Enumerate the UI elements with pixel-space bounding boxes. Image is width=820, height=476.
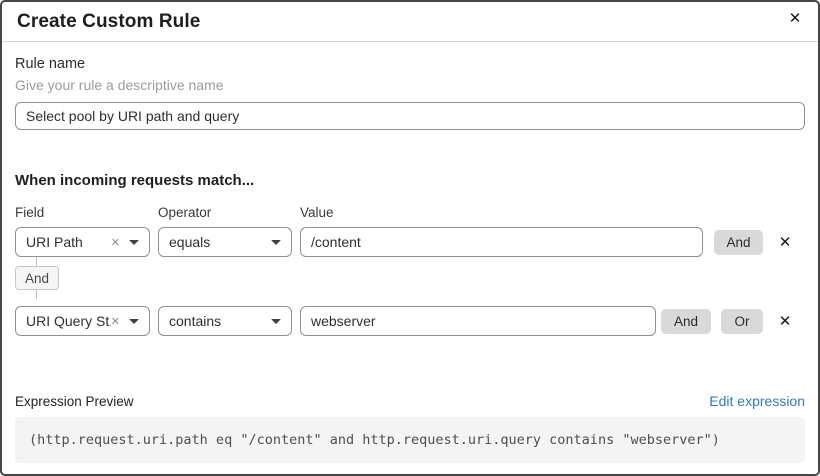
value-input-row2[interactable] [300,306,656,336]
modal-header: Create Custom Rule ✕ [2,2,818,42]
expression-preview-label: Expression Preview [15,394,134,409]
rule-name-label: Rule name [15,56,86,72]
condition-connector: And [15,257,805,299]
value-input-row1[interactable] [300,227,703,257]
chevron-down-icon [129,239,139,245]
operator-select-row1[interactable]: equals [158,227,292,257]
rule-name-input[interactable] [15,102,805,130]
expression-preview-header: Expression Preview Edit expression [15,393,805,409]
operator-select-value: equals [169,234,211,250]
condition-column-labels: Field Operator Value [15,205,805,220]
add-or-condition-button[interactable]: Or [721,308,763,334]
remove-condition-icon[interactable]: ✕ [778,233,792,251]
condition-row-1: URI Path ✕ equals And ✕ [15,227,805,257]
rule-name-helper: Give your rule a descriptive name [15,77,224,93]
field-column-label: Field [15,205,45,220]
page-title: Create Custom Rule [17,11,201,32]
chevron-down-icon [271,318,281,324]
add-and-condition-button[interactable]: And [714,229,763,255]
value-column-label: Value [300,205,334,220]
operator-select-value: contains [169,313,222,329]
operator-column-label: Operator [158,205,212,220]
close-icon[interactable]: ✕ [784,7,806,29]
chevron-down-icon [129,318,139,324]
edit-expression-link[interactable]: Edit expression [709,393,805,409]
chevron-down-icon [271,239,281,245]
clear-field-icon[interactable]: ✕ [110,314,120,328]
modal-body: Rule name Give your rule a descriptive n… [2,56,818,474]
expression-code: (http.request.uri.path eq "/content" and… [15,417,805,463]
operator-select-row2[interactable]: contains [158,306,292,336]
field-select-row2[interactable]: URI Query St... ✕ [15,306,150,336]
add-and-condition-button[interactable]: And [661,308,711,334]
remove-condition-icon[interactable]: ✕ [778,312,792,330]
clear-field-icon[interactable]: ✕ [110,235,120,249]
and-connector-chip: And [15,266,59,290]
field-select-row1[interactable]: URI Path ✕ [15,227,150,257]
field-select-value: URI Path [26,234,83,250]
match-heading: When incoming requests match... [15,172,255,189]
condition-row-2: URI Query St... ✕ contains And Or ✕ [15,306,805,336]
field-select-value: URI Query St... [26,313,111,329]
